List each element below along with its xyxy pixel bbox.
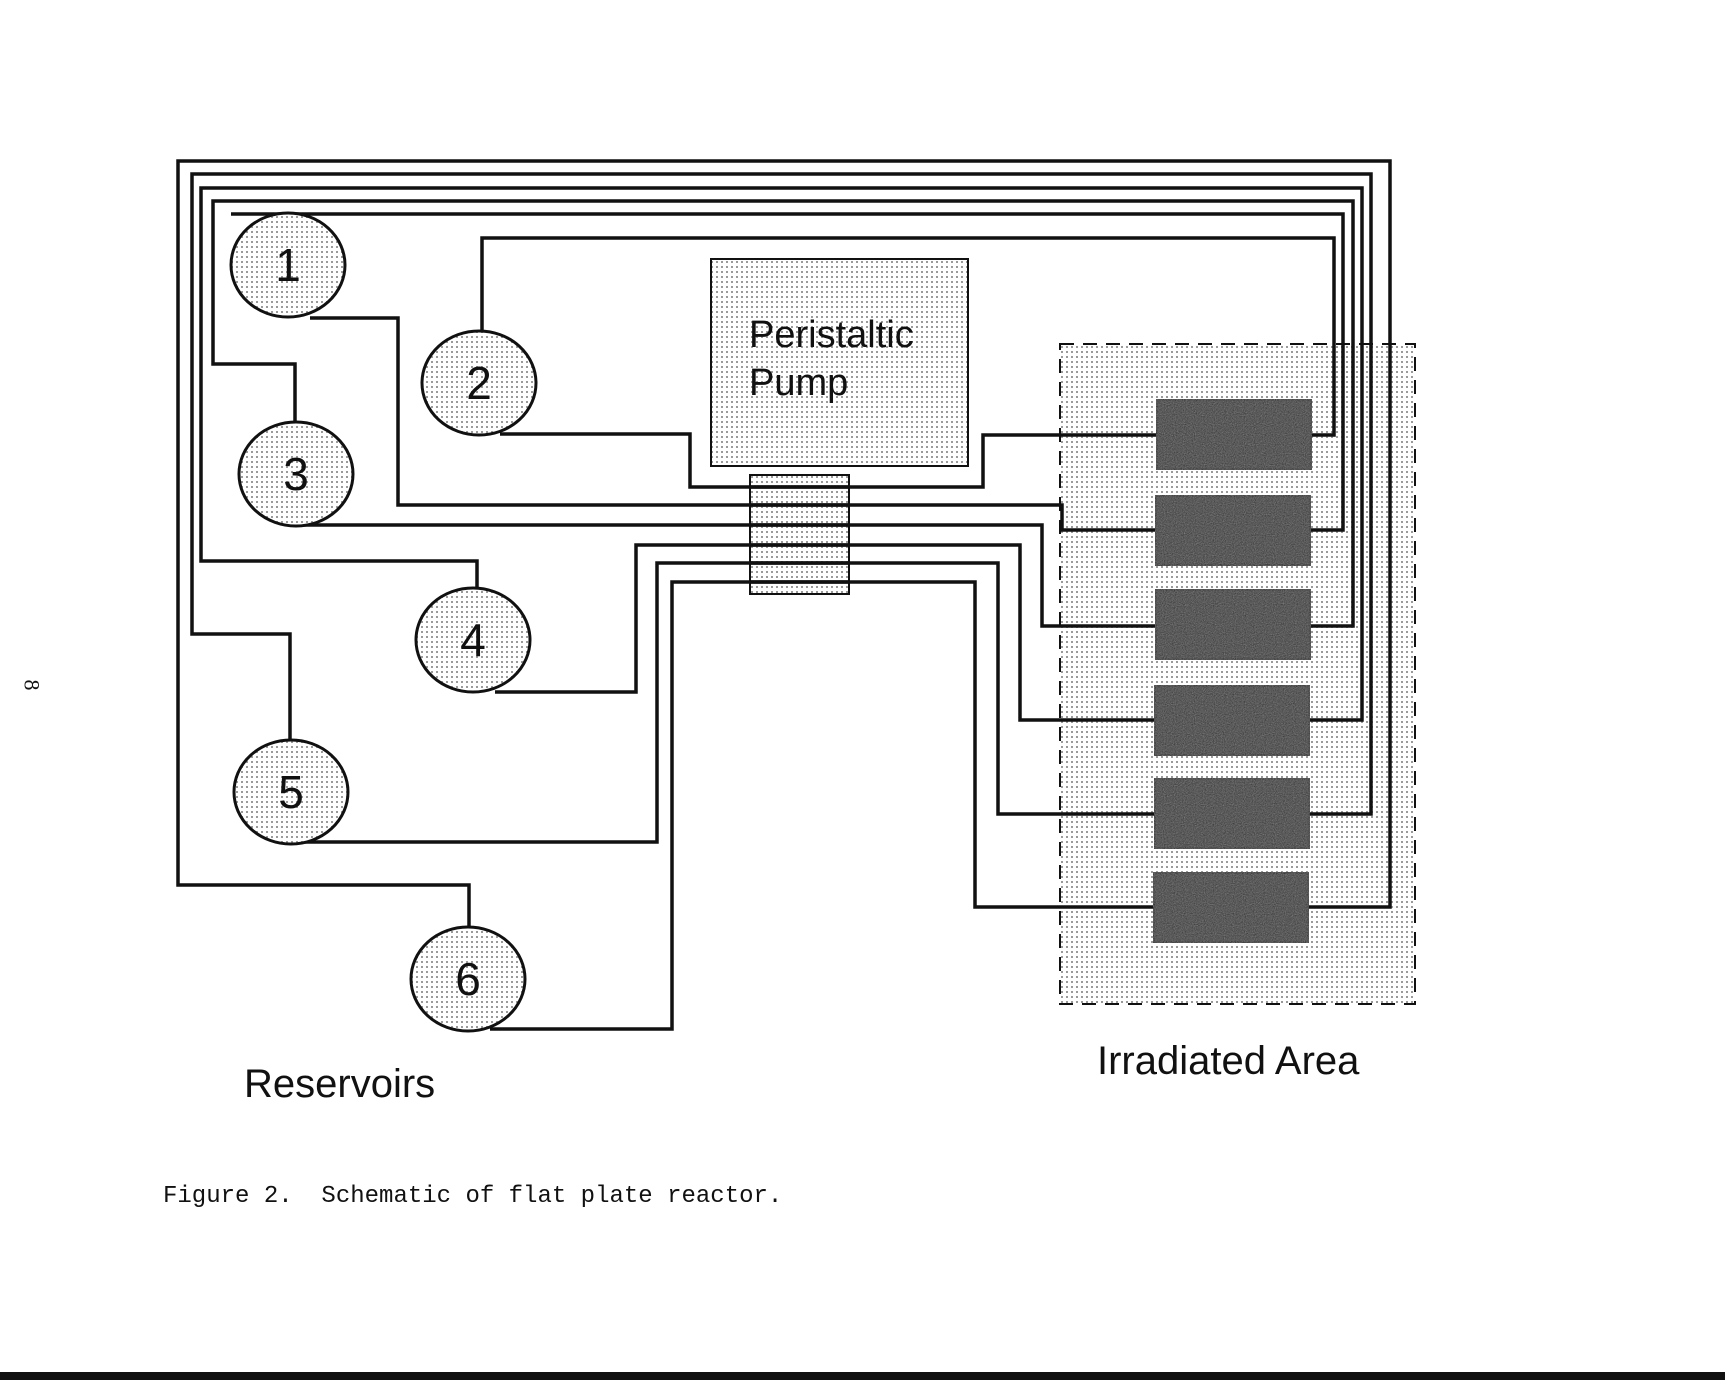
page-edge [0, 1372, 1725, 1380]
reservoirs-label: Reservoirs [244, 1062, 435, 1106]
pump-label-line1: Peristaltic [749, 314, 914, 356]
reservoir-2: 2 [420, 329, 538, 437]
inlet-line-res1 [310, 316, 1157, 532]
reservoir-vessel [229, 211, 347, 319]
inlet-line-res6 [490, 580, 1155, 1031]
reactor-plate-6 [1153, 872, 1309, 943]
reservoir-number: 6 [455, 953, 481, 1005]
reactor-plate-4 [1154, 685, 1310, 756]
reservoir-6: 6 [409, 925, 527, 1033]
pump-label-line2: Pump [749, 362, 848, 404]
reservoir-number: 3 [283, 448, 309, 500]
peristaltic-pump [710, 258, 969, 467]
reservoir-4: 4 [414, 586, 532, 694]
reservoir-vessel [237, 420, 355, 528]
reactor-plates [1153, 399, 1312, 943]
return-line-res4 [199, 186, 1364, 722]
return-line-res6 [176, 159, 1392, 926]
reservoir-vessel [409, 925, 527, 1033]
reactor-plate-1 [1156, 399, 1312, 470]
reservoirs-group: 1 2 3 4 5 6 [229, 211, 538, 1033]
reservoir-vessel [414, 586, 532, 694]
reservoir-number: 4 [460, 614, 486, 666]
figure-caption: Figure 2. Schematic of flat plate reacto… [163, 1183, 783, 1210]
reservoir-5: 5 [232, 738, 350, 846]
page-number: 8 [19, 679, 45, 691]
return-line-res1 [231, 212, 1345, 532]
reactor-plate-2 [1155, 495, 1311, 566]
return-line-res5 [190, 172, 1373, 816]
pump-head-tubing [750, 485, 849, 584]
reservoir-vessel [232, 738, 350, 846]
reactor-plate-3 [1155, 589, 1311, 660]
reservoir-1: 1 [229, 211, 347, 319]
inlet-line-res3 [300, 523, 1157, 628]
reservoir-vessel [420, 329, 538, 437]
reservoir-number: 5 [278, 766, 304, 818]
return-line-res3 [211, 199, 1355, 628]
pump-head [749, 474, 850, 595]
reactor-plate-5 [1154, 778, 1310, 849]
return-line-res2 [480, 236, 1336, 437]
reservoir-number: 1 [275, 239, 301, 291]
reservoir-3: 3 [237, 420, 355, 528]
reservoir-number: 2 [466, 357, 492, 409]
irradiated-area-label: Irradiated Area [1097, 1039, 1360, 1083]
